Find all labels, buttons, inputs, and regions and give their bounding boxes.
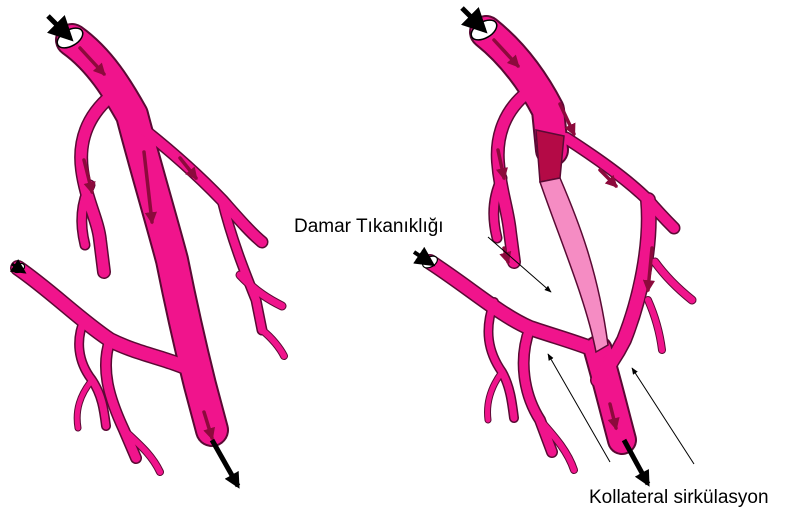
occluded-segment xyxy=(540,178,608,352)
collateral-pointer xyxy=(632,368,694,464)
normal-vessel-tree xyxy=(12,16,284,486)
occlusion-pointer xyxy=(488,237,551,292)
outflow-arrow xyxy=(212,440,238,486)
collateral-circulation-label: Kollateral sirkülasyon xyxy=(589,488,769,507)
occluded-vessel-tree xyxy=(414,8,692,484)
occlusion-label: Damar Tıkanıklığı xyxy=(294,217,444,236)
outflow-arrow xyxy=(624,440,648,484)
clot xyxy=(536,130,564,182)
